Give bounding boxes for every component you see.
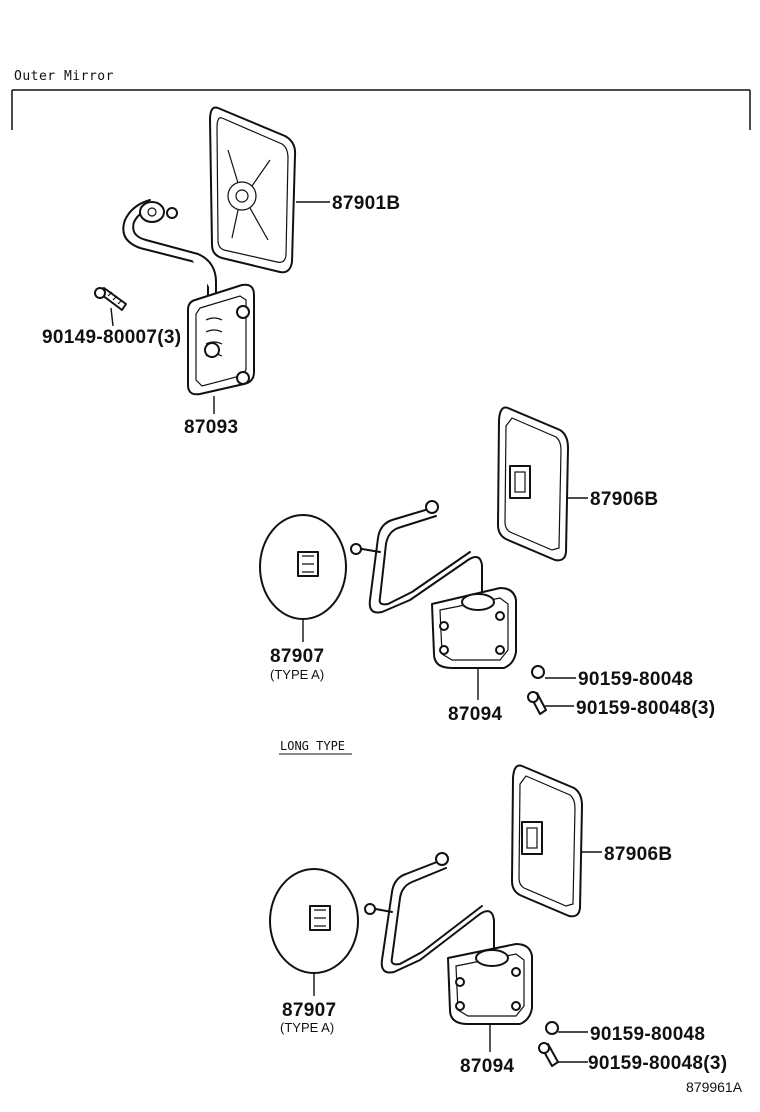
label-type-a-lower: (TYPE A)	[280, 1020, 334, 1035]
label-87907-upper: 87907	[270, 646, 324, 667]
label-87906B-lower: 87906B	[604, 844, 672, 865]
bracket-87093-drawing	[187, 283, 255, 396]
mirror-87901B-drawing	[209, 106, 297, 274]
label-87906B-upper: 87906B	[590, 489, 658, 510]
arm-bracket-drawing	[122, 199, 217, 301]
mirror-87906B-upper-drawing	[497, 406, 569, 562]
label-87094-upper: 87094	[448, 704, 502, 725]
diagram-title: Outer Mirror	[14, 69, 114, 84]
base-87094-lower-drawing	[447, 943, 533, 1025]
label-87901B: 87901B	[332, 193, 400, 214]
label-87907-lower: 87907	[282, 1000, 336, 1021]
label-90159-80048-lower: 90159-80048	[590, 1024, 705, 1045]
screws-upper-drawing	[527, 665, 547, 715]
label-90159-80048-upper: 90159-80048	[578, 669, 693, 690]
frame-line	[11, 89, 751, 130]
base-87094-upper-drawing	[431, 587, 517, 669]
arm-upper-drawing	[350, 500, 483, 614]
label-87093: 87093	[184, 417, 238, 438]
label-87094-lower: 87094	[460, 1056, 514, 1077]
round-mirror-87907-lower-drawing	[269, 868, 359, 974]
figure-id: 879961A	[686, 1079, 743, 1095]
bolt-90149-drawing	[94, 287, 127, 311]
round-mirror-87907-upper-drawing	[259, 514, 347, 620]
label-90149-80007: 90149-80007(3)	[42, 327, 181, 348]
label-90159-80048-3-lower: 90159-80048(3)	[588, 1053, 727, 1074]
mirror-87906B-lower-drawing	[511, 764, 583, 918]
screws-lower-drawing	[538, 1021, 559, 1067]
long-type-heading: LONG TYPE	[280, 739, 345, 753]
label-type-a-upper: (TYPE A)	[270, 667, 324, 682]
label-90159-80048-3-upper: 90159-80048(3)	[576, 698, 715, 719]
arm-lower-drawing	[364, 852, 495, 974]
